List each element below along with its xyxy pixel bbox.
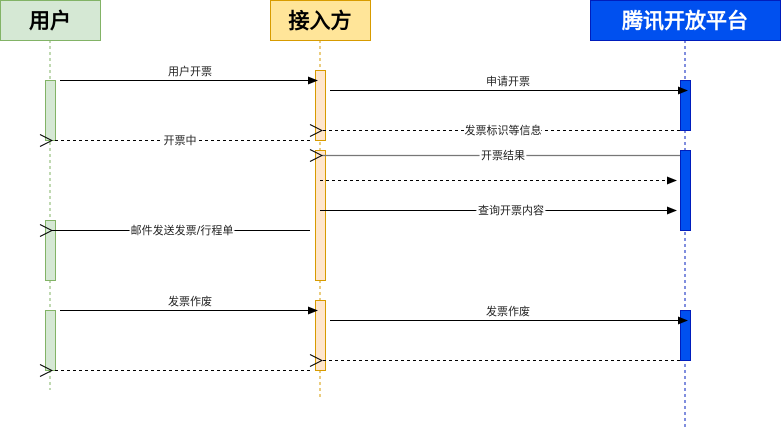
- participant-user-label: 用户: [29, 9, 71, 33]
- participant-integrator-label: 接入方: [289, 9, 352, 33]
- participant-platform[interactable]: 腾讯开放平台: [590, 0, 781, 41]
- user-activation: [45, 80, 56, 141]
- user-activation: [45, 220, 56, 281]
- message-label: 开票结果: [481, 149, 525, 162]
- participant-platform-label: 腾讯开放平台: [622, 9, 748, 33]
- participant-integrator[interactable]: 接入方: [270, 0, 371, 41]
- message-label: 发票作废: [486, 304, 530, 318]
- platform-activation: [680, 310, 691, 361]
- integrator-activation: [315, 150, 326, 281]
- message-label: 查询开票内容: [478, 203, 544, 217]
- platform-activation: [680, 150, 691, 231]
- message-label: 用户开票: [168, 64, 212, 78]
- integrator-activation: [315, 70, 326, 141]
- message-label: 发票标识等信息: [465, 123, 542, 137]
- integrator-activation: [315, 300, 326, 371]
- user-activation: [45, 310, 56, 371]
- message-label: 开票中: [164, 134, 197, 147]
- platform-activation: [680, 80, 691, 131]
- participant-user[interactable]: 用户: [0, 0, 101, 41]
- message-label: 申请开票: [486, 75, 530, 88]
- message-label: 发票作废: [168, 294, 212, 308]
- message-label: 邮件发送发票/行程单: [131, 223, 234, 237]
